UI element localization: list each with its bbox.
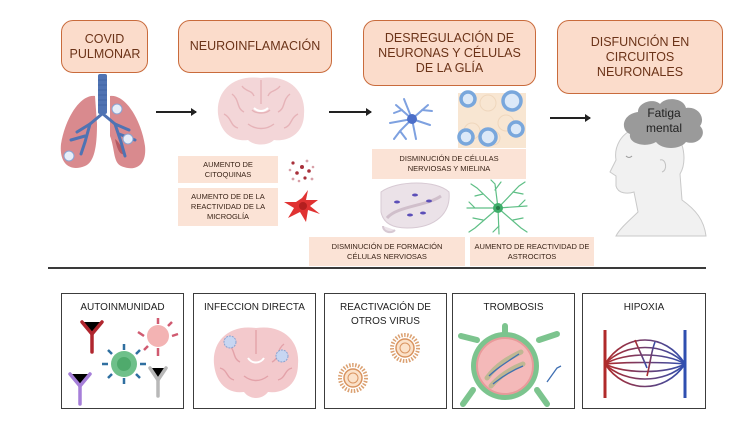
stage-label: COVID PULMONAR: [69, 31, 141, 61]
cause-label: TROMBOSIS: [483, 302, 544, 313]
stage-covid-pulmonar: COVID PULMONAR: [61, 20, 148, 73]
capillary-bed-icon: [603, 330, 687, 398]
lungs-icon: [60, 74, 146, 169]
microglia-icon: [284, 190, 320, 222]
cause-label: REACTIVACIÓN DE OTROS VIRUS: [340, 302, 431, 327]
cause-autoinmunidad: AUTOINMUNIDAD: [61, 293, 184, 409]
note-disminucion-celulas-mielina: DISMINUCIÓN DE CÉLULAS NERVIOSAS Y MIELI…: [372, 149, 526, 179]
note-aumento-citoquinas: AUMENTO DE CITOQUINAS: [178, 156, 278, 183]
note-reactividad-astrocitos: AUMENTO DE REACTIVIDAD DE ASTROCITOS: [470, 237, 594, 266]
stage-label: DESREGULACIÓN DE NEURONAS Y CÉLULAS DE L…: [378, 30, 521, 75]
myelin-icon: [457, 90, 526, 148]
hippocampus-icon: [380, 182, 450, 234]
astrocyte-icon: [466, 179, 528, 235]
cause-trombosis: TROMBOSIS: [452, 293, 575, 409]
arrow-2: [329, 108, 372, 115]
stage-disfuncion: DISFUNCIÓN EN CIRCUITOS NEURONALES: [557, 20, 723, 94]
note-disminucion-formacion: DISMINUCIÓN DE FORMACIÓN CÉLULAS NERVIOS…: [309, 237, 465, 266]
cause-hipoxia: HIPOXIA: [582, 293, 706, 409]
arrow-1: [156, 108, 197, 115]
antibodies-icon: [68, 318, 179, 406]
cloud-icon: [623, 99, 703, 148]
note-reactividad-microglia: AUMENTO DE DE LA REACTIVIDAD DE LA MICRO…: [178, 188, 278, 226]
virus-icon: [338, 333, 420, 393]
cause-label: HIPOXIA: [623, 302, 665, 313]
infected-brain-icon: [213, 327, 299, 398]
cause-reactivacion-virus: REACTIVACIÓN DE OTROS VIRUS: [324, 293, 447, 409]
arrow-3: [550, 114, 591, 121]
cause-infeccion-directa: INFECCION DIRECTA: [193, 293, 316, 409]
stage-label: DISFUNCIÓN EN CIRCUITOS NEURONALES: [590, 34, 690, 79]
cause-label: INFECCION DIRECTA: [204, 302, 305, 313]
brain-icon: [217, 77, 305, 145]
thrombosis-icon: [458, 323, 562, 407]
stage-label: NEUROINFLAMACIÓN: [189, 39, 321, 53]
neuron-icon: [389, 98, 433, 140]
stage-neuroinflamacion: NEUROINFLAMACIÓN: [178, 20, 332, 73]
cause-label: AUTOINMUNIDAD: [80, 302, 165, 313]
stage-desregulacion: DESREGULACIÓN DE NEURONAS Y CÉLULAS DE L…: [363, 20, 536, 86]
cytokines-icon: [288, 159, 315, 183]
cloud-label: Fatiga mental: [645, 106, 683, 135]
section-divider: [48, 267, 706, 269]
